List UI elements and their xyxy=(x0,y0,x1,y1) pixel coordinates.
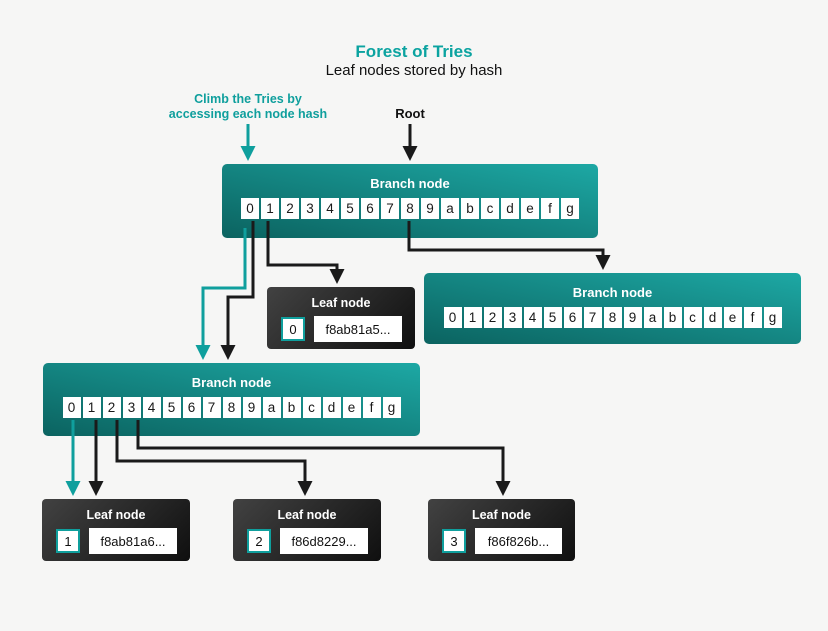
branch-cell-9: 9 xyxy=(242,397,261,418)
leaf-node-0-index: 0 xyxy=(281,317,305,341)
leaf-node-1-label: Leaf node xyxy=(86,508,146,522)
branch-cell-0: 0 xyxy=(241,198,259,219)
leaf-node-3-hash: f86f826b... xyxy=(475,528,562,554)
root-label: Root xyxy=(395,106,425,121)
branch-cell-9: 9 xyxy=(623,307,642,328)
branch-cell-4: 4 xyxy=(142,397,161,418)
leaf-node-1-hash: f8ab81a6... xyxy=(89,528,177,554)
branch-cell-g: g xyxy=(763,307,782,328)
leaf-node-1: Leaf node 1 f8ab81a6... xyxy=(42,499,190,561)
branch-cell-e: e xyxy=(521,198,539,219)
branch-cell-c: c xyxy=(683,307,702,328)
branch-cell-c: c xyxy=(302,397,321,418)
branch-cell-7: 7 xyxy=(381,198,399,219)
branch-cell-6: 6 xyxy=(361,198,379,219)
branch-cell-4: 4 xyxy=(523,307,542,328)
branch-cell-d: d xyxy=(322,397,341,418)
leaf-node-0: Leaf node 0 f8ab81a5... xyxy=(267,287,415,349)
branch-cell-9: 9 xyxy=(421,198,439,219)
branch-cell-5: 5 xyxy=(543,307,562,328)
branch-cell-c: c xyxy=(481,198,499,219)
branch-cell-d: d xyxy=(501,198,519,219)
branch-cell-3: 3 xyxy=(503,307,522,328)
branch-cell-5: 5 xyxy=(341,198,359,219)
climb-annotation: Climb the Tries by accessing each node h… xyxy=(160,92,336,122)
branch-cell-5: 5 xyxy=(162,397,181,418)
leaf-node-3-label: Leaf node xyxy=(471,508,532,522)
branch-cell-2: 2 xyxy=(281,198,299,219)
leaf-node-2-label: Leaf node xyxy=(277,508,337,522)
branch-cell-0: 0 xyxy=(62,397,81,418)
branch-cell-4: 4 xyxy=(321,198,339,219)
branch-cell-b: b xyxy=(663,307,682,328)
edge-top-cell0-to-left-branch xyxy=(220,221,255,360)
branch-cell-g: g xyxy=(561,198,579,219)
leaf-node-2-hash: f86d8229... xyxy=(280,528,368,554)
branch-cell-7: 7 xyxy=(202,397,221,418)
branch-cell-b: b xyxy=(282,397,301,418)
climb-annotation-line2: accessing each node hash xyxy=(168,107,328,121)
branch-cell-3: 3 xyxy=(301,198,319,219)
branch-cell-f: f xyxy=(541,198,559,219)
leaf-node-3-index: 3 xyxy=(442,529,466,553)
branch-cell-f: f xyxy=(362,397,381,418)
branch-cell-7: 7 xyxy=(583,307,602,328)
branch-cell-e: e xyxy=(342,397,361,418)
branch-cell-6: 6 xyxy=(563,307,582,328)
branch-cell-f: f xyxy=(743,307,762,328)
leaf-node-0-label: Leaf node xyxy=(311,296,371,310)
leaf-node-2-index: 2 xyxy=(247,529,271,553)
branch-cell-b: b xyxy=(461,198,479,219)
branch-cell-3: 3 xyxy=(122,397,141,418)
branch-cell-6: 6 xyxy=(182,397,201,418)
branch-cell-8: 8 xyxy=(222,397,241,418)
branch-node-right-label: Branch node xyxy=(572,285,653,300)
leaf-node-2: Leaf node 2 f86d8229... xyxy=(233,499,381,561)
branch-cell-8: 8 xyxy=(603,307,622,328)
branch-cell-2: 2 xyxy=(102,397,121,418)
climb-annotation-line1: Climb the Tries by xyxy=(194,92,302,106)
branch-cell-a: a xyxy=(643,307,662,328)
branch-cell-1: 1 xyxy=(82,397,101,418)
branch-cell-8: 8 xyxy=(401,198,419,219)
page-subtitle: Leaf nodes stored by hash xyxy=(325,62,503,79)
leaf-node-1-index: 1 xyxy=(56,529,80,553)
leaf-node-3: Leaf node 3 f86f826b... xyxy=(428,499,575,561)
branch-cell-g: g xyxy=(382,397,401,418)
leaf-node-0-hash: f8ab81a5... xyxy=(314,316,402,342)
branch-cell-a: a xyxy=(262,397,281,418)
branch-cell-1: 1 xyxy=(261,198,279,219)
branch-cell-d: d xyxy=(703,307,722,328)
branch-cell-e: e xyxy=(723,307,742,328)
edge-top-cell0-teal-to-left-branch xyxy=(195,228,247,360)
branch-cell-2: 2 xyxy=(483,307,502,328)
branch-cell-1: 1 xyxy=(463,307,482,328)
branch-node-top-label: Branch node xyxy=(370,176,450,191)
branch-cell-a: a xyxy=(441,198,459,219)
page-title: Forest of Tries xyxy=(355,42,473,61)
branch-cell-0: 0 xyxy=(443,307,462,328)
branch-node-left-label: Branch node xyxy=(191,375,272,390)
